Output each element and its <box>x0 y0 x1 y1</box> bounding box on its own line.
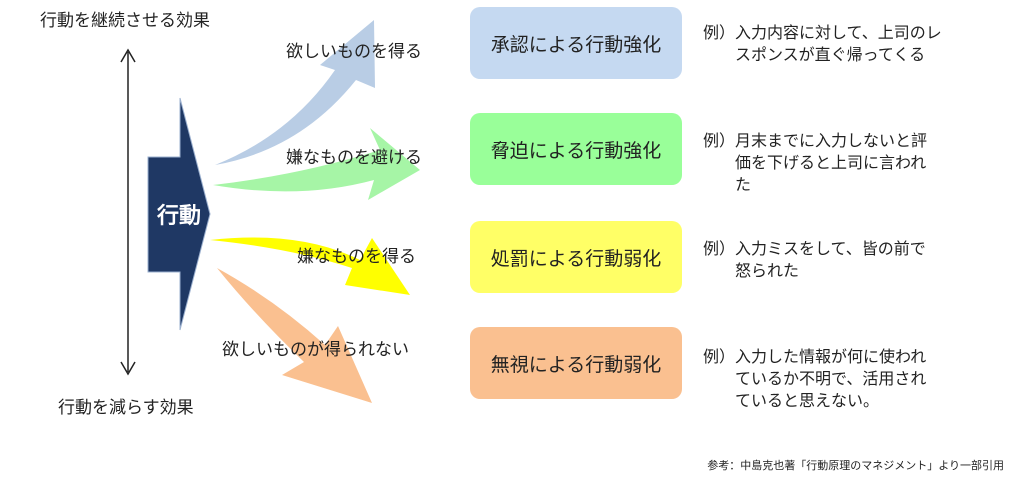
box-label: 無視による行動弱化 <box>490 353 662 376</box>
box-threat-reinforcement: 脅迫による行動強化 <box>470 113 682 185</box>
example-line: 例）入力した情報が何に使われ <box>703 347 927 366</box>
core-behavior-arrow <box>147 97 211 331</box>
box-label: 承認による行動強化 <box>490 33 662 56</box>
branch-arrow-avoid-dislike <box>213 128 420 200</box>
branch-label-want-get: 欲しいものを得る <box>286 42 422 62</box>
axis-top-label: 行動を継続させる効果 <box>40 11 210 31</box>
branch-label-avoid-dislike: 嫌なものを避ける <box>286 148 422 168</box>
branch-label-get-dislike: 嫌なものを得る <box>297 247 416 267</box>
core-label: 行動 <box>156 204 201 229</box>
example-line: 例）月末までに入力しないと評 <box>703 131 928 150</box>
example-line: 例）入力ミスをして、皆の前で <box>703 239 926 258</box>
branch-arrow-want-get <box>215 20 375 165</box>
example-line: た <box>735 175 752 194</box>
example-line: 価を下げると上司に言われ <box>735 153 927 172</box>
axis-bottom-label: 行動を減らす効果 <box>58 398 194 418</box>
axis-arrow-down-icon <box>120 361 136 376</box>
example-line: スポンスが直ぐ帰ってくる <box>735 45 926 64</box>
example-line: ていると思えない。 <box>735 391 880 410</box>
box-label: 脅迫による行動強化 <box>490 139 662 162</box>
axis-arrow-up-icon <box>120 48 136 63</box>
box-ignore-weakening: 無視による行動弱化 <box>470 327 682 399</box>
example-ignore: 例）入力した情報が何に使われ ているか不明で、活用され ていると思えない。 <box>703 346 926 412</box>
reference-footnote: 参考：中島克也著「行動原理のマネジメント」より一部引用 <box>707 459 1004 472</box>
example-punishment: 例）入力ミスをして、皆の前で 怒られた <box>703 238 926 282</box>
example-approval: 例）入力内容に対して、上司のレ スポンスが直ぐ帰ってくる <box>703 22 942 66</box>
example-line: 怒られた <box>735 261 800 280</box>
branch-arrow-get-dislike <box>210 237 410 295</box>
box-punishment-weakening: 処罰による行動弱化 <box>470 221 682 293</box>
box-label: 処罰による行動弱化 <box>490 247 662 270</box>
example-line: ているか不明で、活用され <box>735 369 927 388</box>
box-approval-reinforcement: 承認による行動強化 <box>470 7 682 79</box>
example-threat: 例）月末までに入力しないと評 価を下げると上司に言われ た <box>703 130 927 196</box>
example-line: 例）入力内容に対して、上司のレ <box>703 23 942 42</box>
branch-label-want-not-get: 欲しいものが得られない <box>222 340 409 360</box>
effect-axis <box>120 48 136 376</box>
branch-arrow-want-not-get <box>217 268 372 403</box>
